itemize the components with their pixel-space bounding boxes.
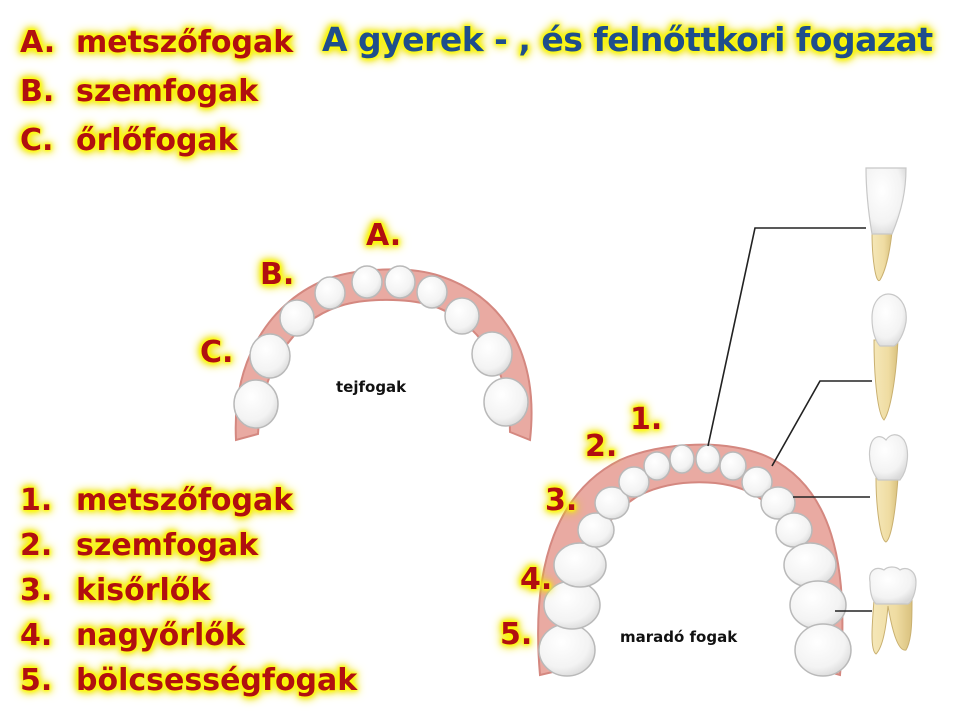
legend-label: kisőrlők <box>76 573 211 608</box>
permanent-label-1: 1. <box>630 402 663 437</box>
permanent-teeth <box>538 444 852 677</box>
connector-lines <box>707 227 872 612</box>
legend-item: 1. metszőfogak <box>20 478 357 523</box>
legend-item: C. őrlőfogak <box>20 116 293 165</box>
permanent-teeth-legend: 1. metszőfogak 2. szemfogak 3. kisőrlők 4. n… <box>20 478 357 703</box>
premolar-icon <box>868 434 909 543</box>
permanent-label-5: 5. <box>500 617 533 652</box>
milk-teeth-arch <box>233 265 533 442</box>
legend-label: szemfogak <box>76 74 259 109</box>
milk-teeth-legend: A. metszőfogak B. szemfogak C. őrlőfogak <box>20 18 293 165</box>
legend-marker: C. <box>20 123 54 158</box>
milk-label-b: B. <box>260 257 295 292</box>
permanent-label-3: 3. <box>545 483 578 518</box>
legend-marker: A. <box>20 25 56 60</box>
legend-label: nagyőrlők <box>76 618 245 653</box>
connector-incisor <box>707 227 866 447</box>
connector-canine <box>771 380 872 467</box>
legend-item: 3. kisőrlők <box>20 568 357 613</box>
permanent-teeth-arch <box>537 443 852 677</box>
incisor-icon <box>865 167 907 282</box>
legend-label: metszőfogak <box>76 483 294 518</box>
milk-teeth <box>233 265 529 429</box>
legend-item: 2. szemfogak <box>20 523 357 568</box>
milk-label-c: C. <box>200 335 234 370</box>
legend-marker: B. <box>20 74 55 109</box>
legend-marker: 5. <box>20 663 53 698</box>
legend-label: bölcsességfogak <box>76 663 358 698</box>
permanent-label-2: 2. <box>585 429 618 464</box>
molar-icon <box>869 566 917 655</box>
permanent-label-4: 4. <box>520 562 553 597</box>
legend-item: B. szemfogak <box>20 67 293 116</box>
milk-caption: tejfogak <box>336 378 407 396</box>
legend-label: őrlőfogak <box>76 123 238 158</box>
page-title: A gyerek - , és felnőttkori fogazat <box>322 20 933 59</box>
legend-item: 4. nagyőrlők <box>20 613 357 658</box>
legend-marker: 1. <box>20 483 53 518</box>
legend-marker: 4. <box>20 618 53 653</box>
legend-item: A. metszőfogak <box>20 18 293 67</box>
canine-icon <box>871 293 907 421</box>
legend-item: 5. bölcsességfogak <box>20 658 357 703</box>
milk-label-a: A. <box>366 218 402 253</box>
permanent-caption: maradó fogak <box>620 628 738 646</box>
legend-marker: 3. <box>20 573 53 608</box>
legend-marker: 2. <box>20 528 53 563</box>
legend-label: szemfogak <box>76 528 259 563</box>
legend-label: metszőfogak <box>76 25 294 60</box>
